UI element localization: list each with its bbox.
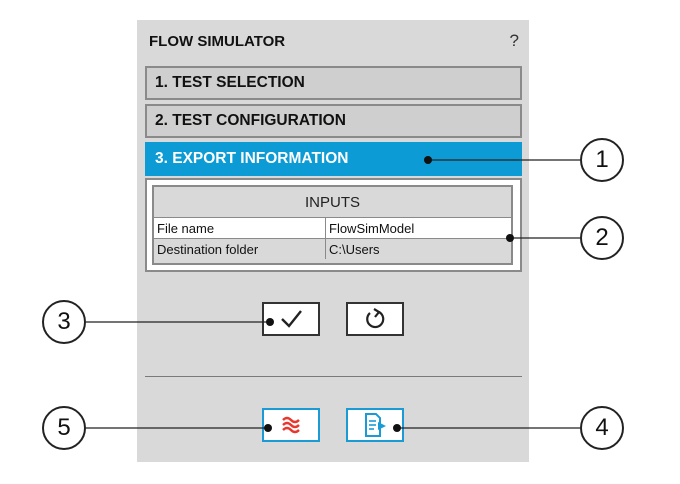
title-bar: FLOW SIMULATOR ? [137, 20, 529, 62]
section-label: 3. EXPORT INFORMATION [155, 150, 349, 167]
inputs-table: INPUTS File name FlowSimModel Destinatio… [152, 185, 513, 265]
flow-button[interactable] [262, 408, 320, 442]
reset-button[interactable] [346, 302, 404, 336]
callout-2: 2 [580, 216, 624, 260]
table-row: Destination folder C:\Users [154, 238, 511, 259]
inputs-header: INPUTS [304, 193, 360, 211]
export-button[interactable] [346, 408, 404, 442]
section-label: 2. TEST CONFIGURATION [155, 112, 346, 129]
refresh-icon [366, 308, 385, 329]
waves-icon [282, 416, 300, 434]
callout-5: 5 [42, 406, 86, 450]
confirm-button[interactable] [262, 302, 320, 336]
panel-title: FLOW SIMULATOR [149, 32, 286, 50]
section-label: 1. TEST SELECTION [155, 74, 305, 91]
inputs-panel: INPUTS File name FlowSimModel Destinatio… [145, 178, 522, 272]
file-name-field[interactable]: FlowSimModel [329, 220, 415, 236]
table-row: File name FlowSimModel [154, 217, 511, 238]
export-file-icon [365, 413, 386, 437]
section-test-configuration[interactable]: 2. TEST CONFIGURATION [145, 104, 522, 138]
flow-simulator-panel: FLOW SIMULATOR ? 1. TEST SELECTION 2. TE… [137, 20, 529, 462]
callout-4: 4 [580, 406, 624, 450]
help-button[interactable]: ? [509, 31, 519, 50]
divider [145, 376, 522, 377]
destination-folder-field[interactable]: C:\Users [329, 241, 380, 257]
callout-1: 1 [580, 138, 624, 182]
row-label: File name [154, 218, 326, 238]
section-export-information[interactable]: 3. EXPORT INFORMATION [145, 142, 522, 176]
row-label: Destination folder [154, 239, 326, 259]
checkmark-icon [281, 310, 302, 328]
section-test-selection[interactable]: 1. TEST SELECTION [145, 66, 522, 100]
callout-3: 3 [42, 300, 86, 344]
